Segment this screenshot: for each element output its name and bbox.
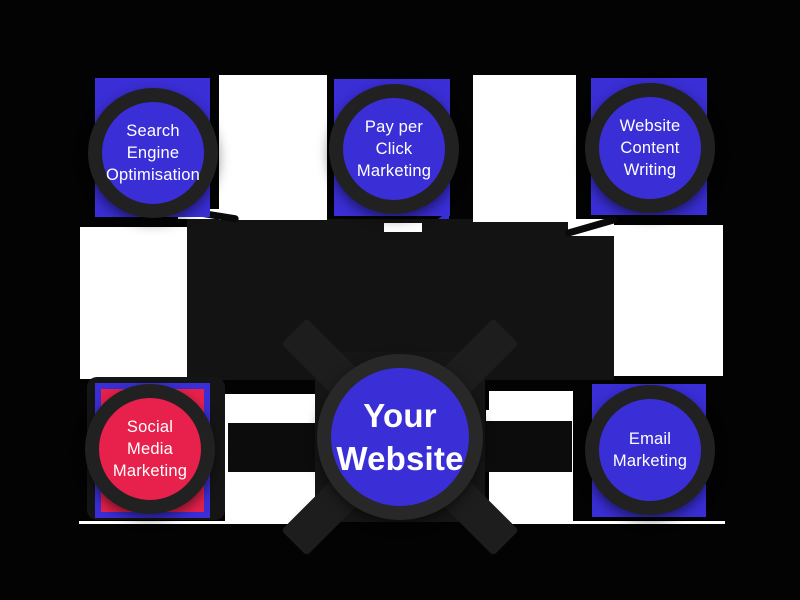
white-gap-mid-left: [80, 227, 187, 379]
connector-bar-smm-to-center: [228, 423, 330, 472]
white-nick-right-of-center: [486, 410, 495, 421]
white-notch-below-ppc: [384, 223, 422, 232]
ppc-label: Pay per Click Marketing: [356, 118, 432, 180]
ppc-circle: Pay per Click Marketing: [329, 84, 459, 214]
smm-circle: Social Media Marketing: [85, 384, 215, 514]
white-baseline-right: [487, 521, 725, 524]
your-website-label: Your Website: [336, 397, 464, 477]
seo-label: Search Engine Optimisation: [105, 122, 201, 184]
seo-circle: Search Engine Optimisation: [88, 88, 218, 218]
white-nick-left-of-center: [289, 411, 298, 422]
email-circle: Email Marketing: [585, 385, 715, 515]
wcw-circle: Website Content Writing: [585, 83, 715, 213]
email-label: Email Marketing: [612, 430, 688, 470]
smm-label: Social Media Marketing: [112, 418, 188, 480]
white-gap-top-left: [219, 75, 327, 220]
wcw-label: Website Content Writing: [619, 117, 681, 179]
connector-bar-center-to-email: [472, 421, 572, 472]
white-baseline-left: [79, 521, 317, 524]
white-gap-top-right: [473, 75, 576, 222]
white-gap-mid-right: [614, 225, 723, 376]
your-website-circle: Your Website: [317, 354, 483, 520]
